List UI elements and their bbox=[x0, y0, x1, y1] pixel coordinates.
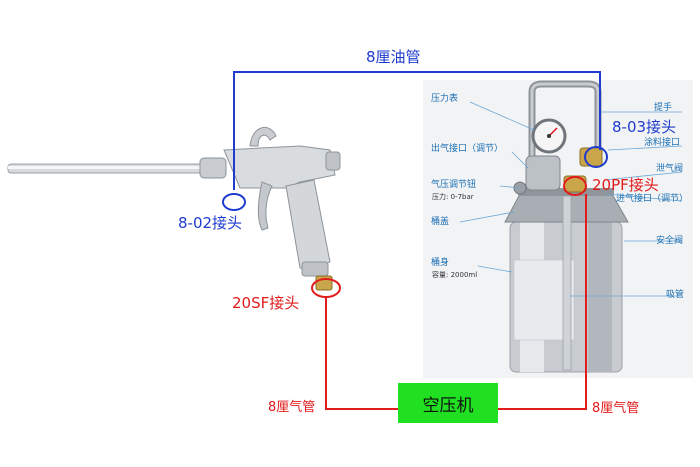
callout-body: 桶身 bbox=[431, 258, 450, 268]
callout-pressure-gauge: 压力表 bbox=[431, 94, 459, 104]
callout-air-outlet: 出气接口（调节） bbox=[431, 144, 504, 154]
callout-pressure-knob: 气压调节钮 bbox=[431, 180, 477, 190]
joint-802-label: 8-02接头 bbox=[178, 214, 243, 232]
callout-air-inlet: 进气接口（调节） bbox=[616, 194, 689, 204]
air-compressor-box: 空压机 bbox=[398, 383, 498, 423]
callout-relief-valve: 泄气阀 bbox=[656, 164, 684, 174]
joint-802-marker bbox=[222, 193, 246, 211]
joint-20sf-label: 20SF接头 bbox=[232, 294, 300, 312]
compressor-label: 空压机 bbox=[422, 395, 474, 416]
joint-803-label: 8-03接头 bbox=[612, 118, 677, 136]
joint-20sf-marker bbox=[311, 278, 341, 298]
joint-20pf-marker bbox=[563, 176, 587, 196]
spray-gun bbox=[7, 126, 341, 291]
air-hose-left-label: 8厘气管 bbox=[268, 400, 316, 415]
air-hose-line-right bbox=[498, 194, 587, 410]
callout-paint-outlet: 涂料接口 bbox=[644, 138, 681, 148]
oil-hose-label: 8厘油管 bbox=[366, 48, 421, 66]
callout-safety-valve: 安全阀 bbox=[656, 236, 684, 246]
callout-pressure-range: 压力: 0-7bar bbox=[432, 193, 474, 201]
joint-20pf-label: 20PF接头 bbox=[592, 176, 659, 194]
pressure-tank bbox=[504, 80, 629, 373]
callout-suction-tube: 吸管 bbox=[666, 290, 685, 300]
joint-803-marker bbox=[584, 146, 608, 168]
oil-hose-line bbox=[233, 71, 601, 190]
callout-leaders bbox=[459, 101, 683, 297]
air-hose-right-label: 8厘气管 bbox=[592, 401, 640, 416]
callout-lid: 桶盖 bbox=[431, 217, 450, 227]
callout-capacity: 容量: 2000ml bbox=[432, 271, 478, 279]
air-hose-line-left bbox=[325, 296, 398, 410]
callout-handle: 提手 bbox=[654, 103, 673, 113]
